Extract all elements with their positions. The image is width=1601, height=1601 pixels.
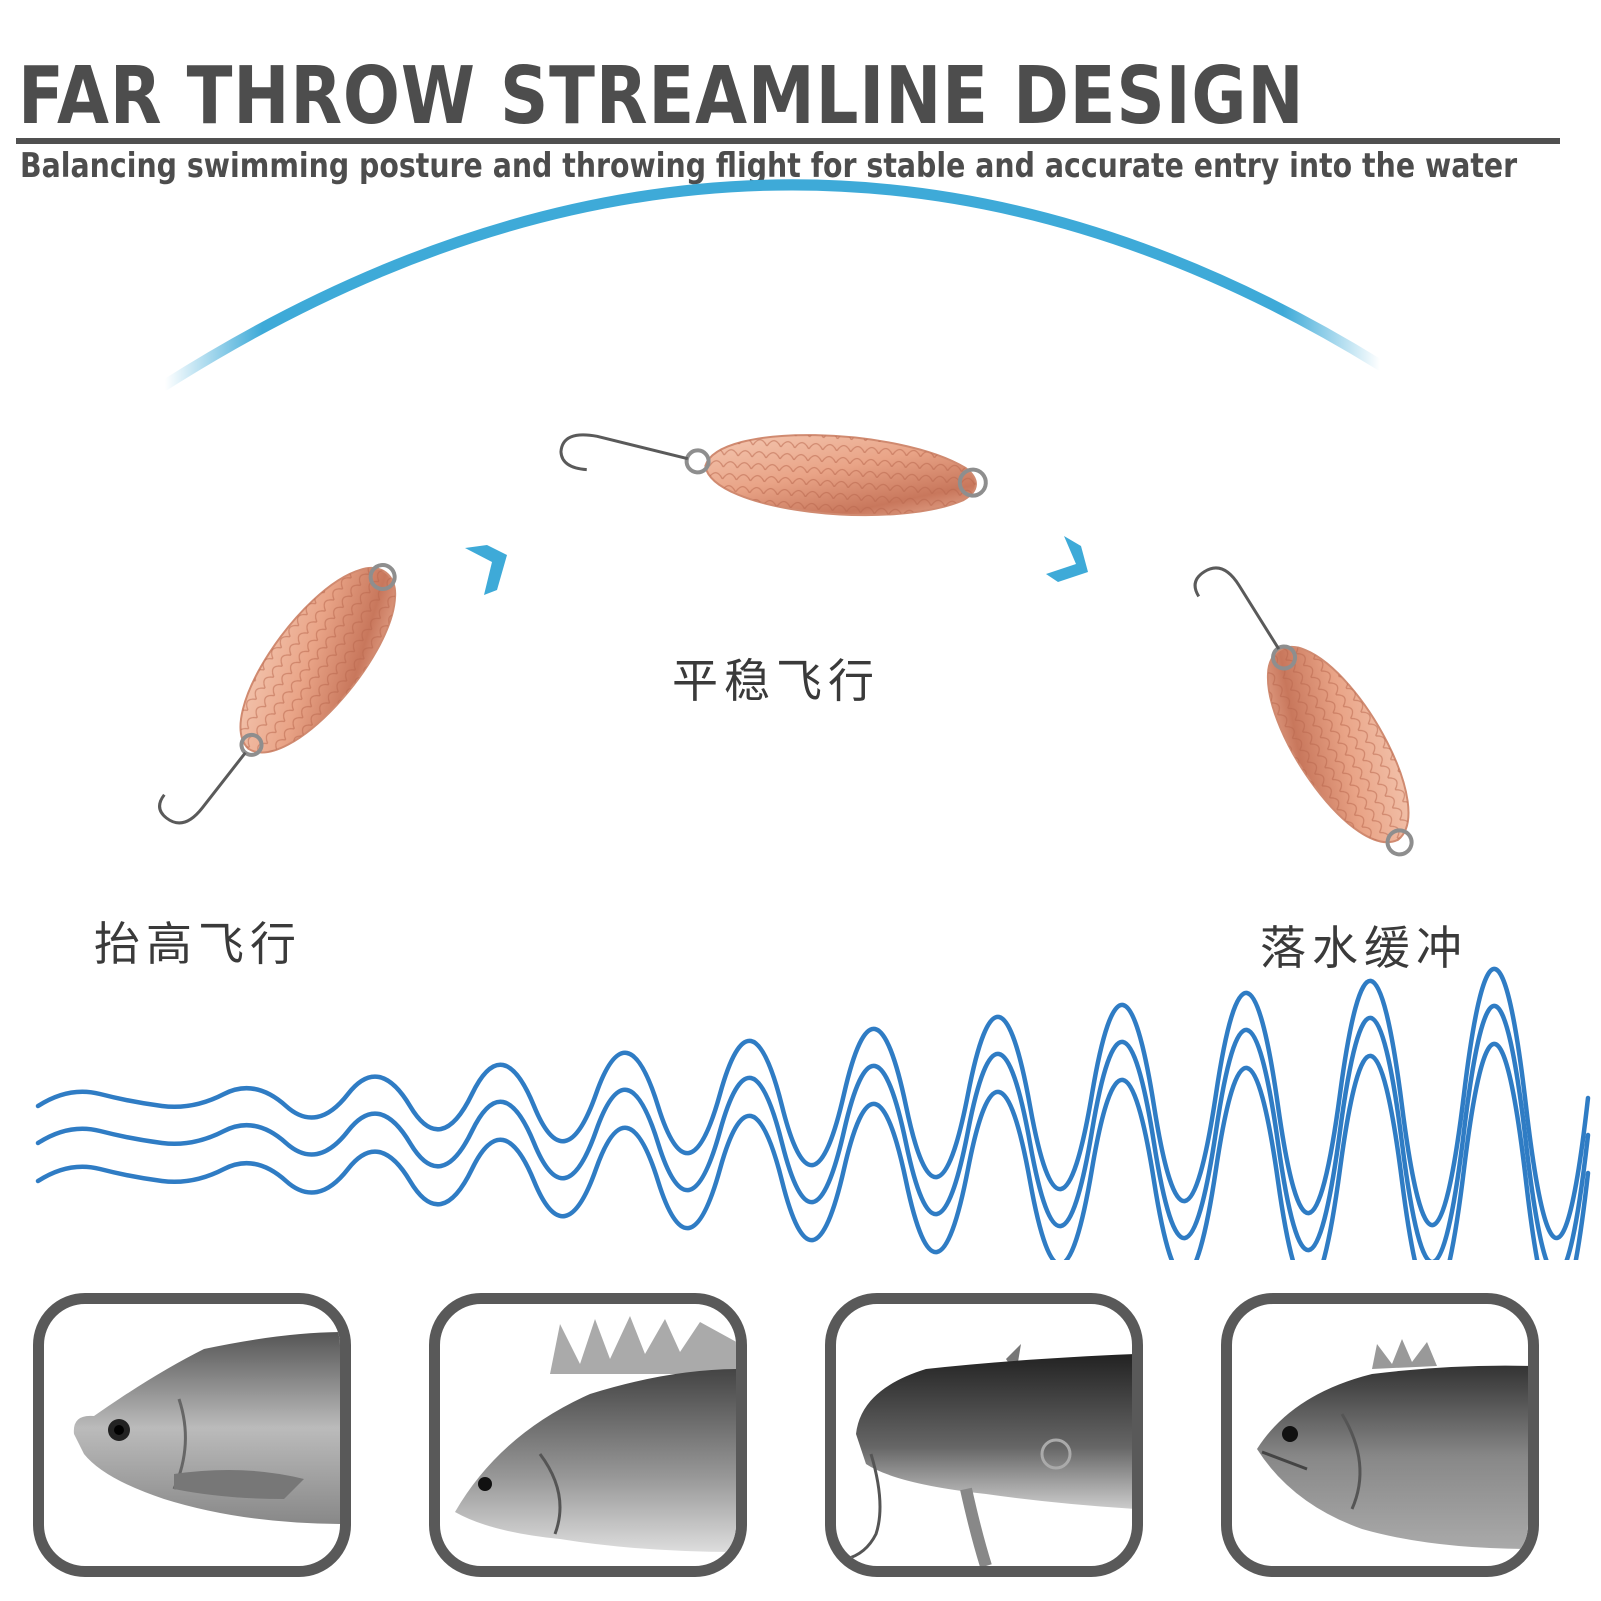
carp-fish-icon — [73, 1332, 340, 1524]
stage-label-water-entry: 落水缓冲 — [1260, 921, 1468, 975]
spoon-lure-falling-icon — [1193, 566, 1414, 857]
fish-card-catfish — [825, 1293, 1143, 1577]
chevron-right-icon — [465, 545, 507, 595]
fish-card-carp — [33, 1293, 351, 1577]
chevron-right-icon — [1046, 536, 1088, 582]
stage-label-lift-flight: 抬高飞行 — [94, 917, 302, 971]
water-waves-icon — [35, 966, 1591, 1260]
spoon-lure-rising-icon — [158, 563, 397, 825]
page-title: FAR THROW STREAMLINE DESIGN — [18, 50, 1305, 142]
flight-arc — [159, 179, 1386, 391]
catfish-icon — [845, 1344, 1132, 1566]
flight-diagram — [35, 179, 1591, 1260]
title-divider — [16, 138, 1560, 144]
bass-fish-icon — [1257, 1339, 1528, 1549]
fish-card-perch — [429, 1293, 747, 1577]
page-subtitle: Balancing swimming posture and throwing … — [20, 146, 1518, 186]
perch-fish-icon — [455, 1316, 736, 1552]
stage-label-stable-flight: 平稳飞行 — [672, 654, 880, 708]
fish-card-bass — [1221, 1293, 1539, 1577]
spoon-lure-level-icon — [559, 433, 988, 517]
